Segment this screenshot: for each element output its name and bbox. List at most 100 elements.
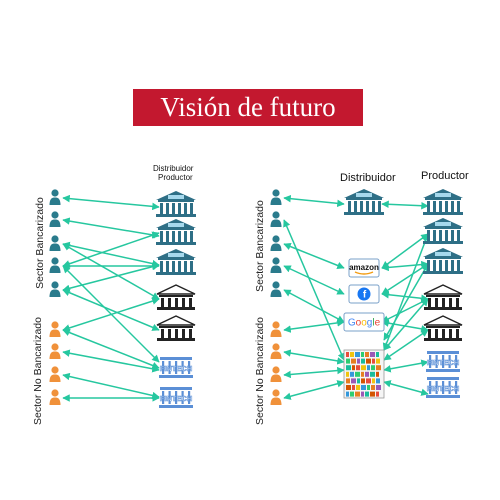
shelf-product [355,371,360,377]
arrow-left [62,217,160,239]
bank-column [348,201,351,212]
classic-bank-column [442,329,445,338]
bank-column [160,231,163,242]
shelf-product [351,358,356,364]
left-header-distribuidor: Distribuidor [153,164,194,173]
fintech-base [159,405,193,408]
classic-bank-column [161,329,164,338]
fintech-column [168,391,171,404]
arrow-right [383,263,429,341]
google-letter: o [361,318,367,329]
producer-bank-icon [423,189,463,215]
shelf-product [367,365,370,371]
bank-label-plate [168,223,184,227]
page-title: Visión de futuro [160,92,336,122]
unbanked-person-icon [49,389,61,405]
bank-column [427,201,430,212]
shelf-product [357,378,360,384]
shelf-product [366,378,371,384]
person-head [272,211,280,219]
shelf-product [376,365,381,371]
classic-bank-column [449,298,452,307]
bank-column [427,230,430,241]
arrow-right [283,366,345,379]
bank-column [372,201,375,212]
arrow-right [381,260,429,272]
fintech-base [159,375,193,378]
shelf-product [355,391,360,397]
classic-bank-beam [426,295,460,297]
bank-column [160,203,163,214]
arrow-left [62,265,160,363]
bank-label-plate [435,222,451,226]
person-body [49,329,61,337]
bank-column [184,231,187,242]
classic-bank-beam [159,295,193,297]
bank-column [433,260,436,271]
banked-person-icon [49,281,61,297]
shelf-product [370,371,375,377]
unbanked-person-icon [49,343,61,359]
fintech-column [162,391,165,404]
classic-bank-column [449,329,452,338]
classic-bank-column [168,329,171,338]
bank-architrave [158,258,194,260]
arrow-right [283,380,345,400]
producer-bank-icon [423,248,463,274]
shelf-product [376,371,379,377]
unbanked-person-icon [270,389,282,405]
classic-bank-column [435,329,438,338]
classic-bank-roof [156,284,196,295]
shelf-product [361,352,364,357]
shelf-product [346,378,350,384]
fintech-column [429,355,432,368]
bank-column [433,230,436,241]
arrow-right [381,200,429,210]
fintech-column [448,355,451,368]
bank-column [166,203,169,214]
nodes: FINTECHFINTECHamazonfGoogleFINTECHFINTEC… [49,189,463,408]
retail-shelf-icon [343,349,385,399]
person-body [49,265,61,273]
shelf-product [361,378,365,384]
bank-column [457,260,460,271]
fintech-column [162,361,165,374]
arrow-left [62,349,160,373]
person-body [49,219,61,227]
shelf-product [365,371,369,377]
shelf-product [346,371,349,377]
fintech-top [427,377,459,380]
arrow-right [283,289,345,323]
arrow-left [62,241,160,268]
unbanked-person-icon [49,321,61,337]
google-letter: o [356,318,362,329]
bank-base [423,271,463,274]
classic-bank-column [175,298,178,307]
shelf-product [376,352,379,357]
facebook-circle [357,287,371,301]
brand-box [343,312,385,332]
producer-fintech-icon: FINTECH [426,351,460,372]
person-body [270,329,282,337]
classic-bank-column [456,298,459,307]
classic-bank-column [428,298,431,307]
fintech-column [188,391,191,404]
shelf-product [357,358,360,364]
bank-architrave [158,200,194,202]
shelf-product [346,385,351,390]
bank-building-icon [156,219,196,245]
shelf-product [352,365,355,371]
banked-person-icon [270,235,282,251]
bank-column [172,261,175,272]
classic-bank-icon [156,284,196,310]
classic-bank-column [182,298,185,307]
classic-bank-base [157,307,195,310]
classic-bank-base [424,307,462,310]
shelf-product [376,378,380,384]
person-head [272,257,280,265]
person-head [51,366,59,374]
person-body [270,219,282,227]
unbanked-person-icon [270,321,282,337]
fintech-text: FINTECH [160,394,193,403]
producer-classic-bank-icon [423,284,463,310]
